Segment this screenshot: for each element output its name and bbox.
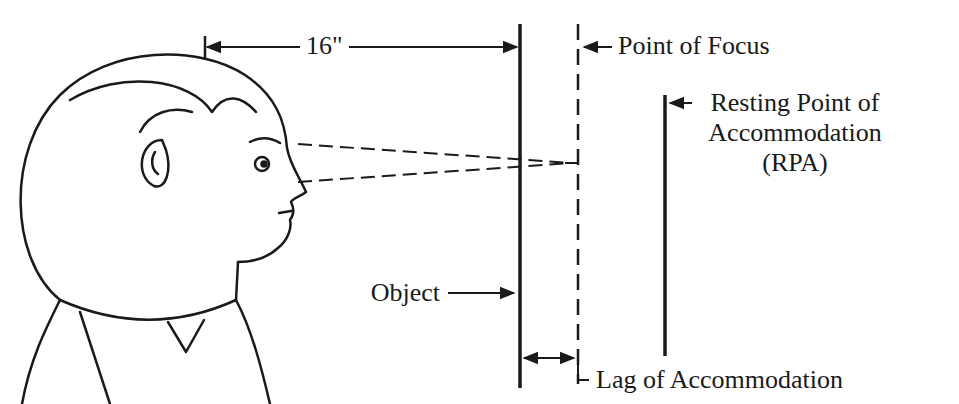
leader-arrow bbox=[584, 46, 612, 48]
sight-lines bbox=[298, 144, 572, 182]
leader-arrow bbox=[448, 292, 514, 294]
dimension-16 bbox=[205, 36, 517, 60]
leader-arrow bbox=[670, 102, 692, 104]
child-head bbox=[21, 55, 306, 404]
part-label: Resting Point of Accommodation (RPA) bbox=[695, 88, 895, 178]
rpa-line bbox=[663, 95, 667, 356]
object-line bbox=[518, 24, 522, 388]
focus-line bbox=[577, 24, 580, 384]
lag-bracket bbox=[524, 358, 589, 380]
dimension-label: 16" bbox=[300, 31, 349, 61]
part-label: Lag of Accommodation bbox=[596, 365, 843, 395]
part-label: Point of Focus bbox=[618, 31, 770, 61]
part-label: Object bbox=[371, 278, 440, 308]
focus-tick bbox=[565, 162, 578, 164]
